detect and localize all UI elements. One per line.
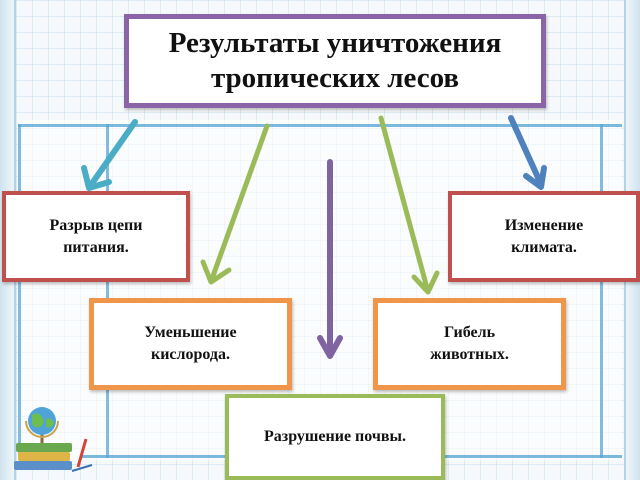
node-soil: Разрушение почвы.	[225, 394, 445, 480]
node-food-chain-label: Разрыв цепи питания.	[49, 216, 143, 256]
node-climate-label: Изменение климата.	[504, 216, 584, 256]
arrow-to-climate	[508, 115, 547, 190]
arrow-to-oxygen	[200, 123, 270, 285]
paper-line-right	[600, 124, 603, 458]
paper-line-left	[18, 124, 21, 458]
arrow-to-food-chain	[81, 119, 138, 191]
node-soil-label: Разрушение почвы.	[264, 428, 406, 446]
node-climate: Изменение климата.	[448, 191, 640, 282]
arrow-to-animals	[378, 115, 440, 295]
node-animals-label: Гибель животных.	[430, 324, 509, 363]
globe-books-icon	[14, 407, 93, 472]
node-oxygen-label: Уменьшение кислорода.	[144, 324, 237, 363]
arrow-to-soil	[317, 159, 343, 359]
paper-line-top	[18, 124, 622, 127]
paper-line-inner-left	[106, 124, 109, 458]
node-oxygen: Уменьшение кислорода.	[89, 298, 292, 390]
node-food-chain: Разрыв цепи питания.	[2, 191, 190, 282]
node-animals: Гибель животных.	[373, 298, 566, 390]
diagram-title: Результаты уничтожения тропических лесов	[124, 14, 546, 108]
